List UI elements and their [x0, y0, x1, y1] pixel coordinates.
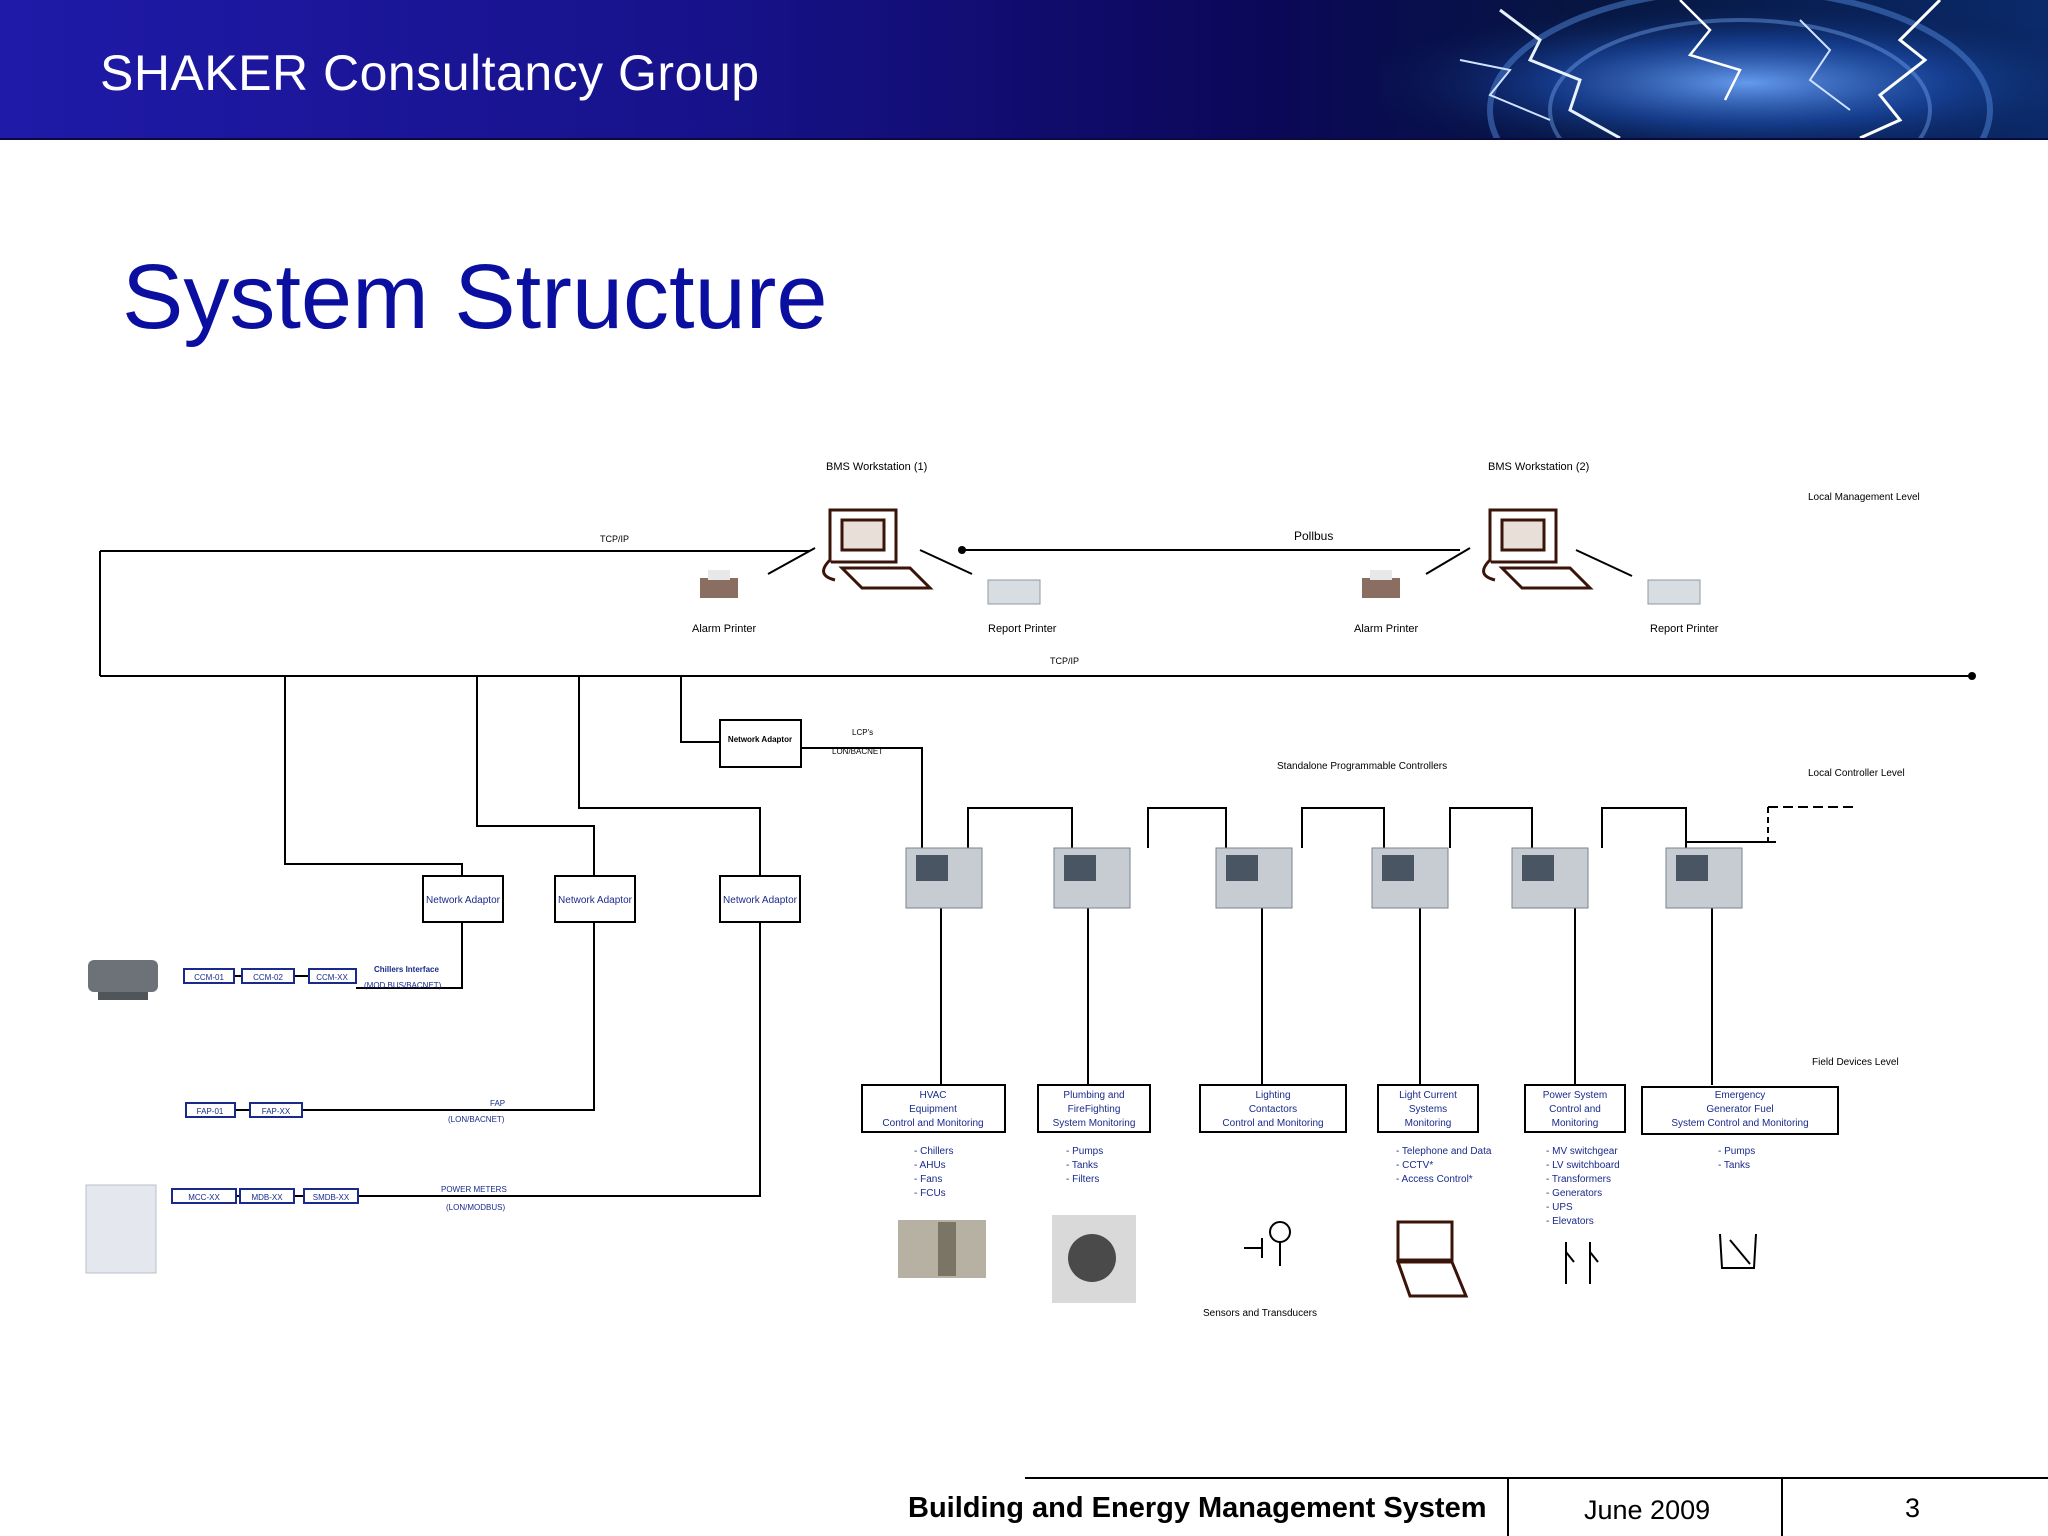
mcc-module-1: MCC-XX [188, 1193, 220, 1202]
chiller-icon [88, 960, 158, 1000]
footer-separator [1781, 1478, 1783, 1536]
chiller-module-1: CCM-01 [194, 973, 224, 982]
network-adaptor-3-label: Network Adaptor [723, 895, 798, 906]
system-title-line: System Control and Monitoring [1671, 1118, 1808, 1129]
chillers-interface-label: Chillers Interface [374, 965, 439, 974]
system-title-line: HVAC [919, 1090, 946, 1101]
workstation-2-icon [1482, 508, 1594, 590]
system-title-line: System Monitoring [1053, 1118, 1136, 1129]
system-title-line: Systems [1409, 1104, 1447, 1115]
tank-icon [1719, 1233, 1757, 1269]
chiller-module-2: CCM-02 [253, 973, 283, 982]
system-title-line: Control and [1549, 1104, 1601, 1115]
fap-label: FAP [490, 1099, 505, 1108]
system-structure-diagram: BMS Workstation (1) BMS Workstation (2) … [85, 461, 1976, 1319]
system-item: - Tanks [1066, 1160, 1098, 1171]
mcc-module-3: SMDB-XX [313, 1193, 350, 1202]
local-management-level-label: Local Management Level [1808, 492, 1920, 503]
system-title-line: Lighting [1255, 1090, 1290, 1101]
system-title-line: Control and Monitoring [1222, 1118, 1323, 1129]
report-printer-icon [987, 579, 1041, 605]
network-adaptor-top-label: Network Adaptor [728, 735, 792, 744]
footer-separator [1507, 1478, 1509, 1536]
system-title-line: Control and Monitoring [882, 1118, 983, 1129]
system-title-line: Light Current [1399, 1090, 1457, 1101]
system-item: - Access Control* [1396, 1174, 1473, 1185]
system-item: - FCUs [914, 1188, 946, 1199]
system-title-line: Contactors [1249, 1104, 1297, 1115]
footer-rule [1025, 1477, 2048, 1479]
workstation-1-label: BMS Workstation (1) [826, 461, 927, 473]
pump-motor-icon [1052, 1215, 1136, 1303]
system-item: - CCTV* [1396, 1160, 1433, 1171]
workstation-2-label: BMS Workstation (2) [1488, 461, 1589, 473]
footer-date: June 2009 [1584, 1495, 1711, 1525]
mcc-module-2: MDB-XX [251, 1193, 283, 1202]
system-title-line: Monitoring [1552, 1118, 1599, 1129]
system-item: - Telephone and Data [1396, 1146, 1492, 1157]
system-item: - Elevators [1546, 1216, 1594, 1227]
alarm-printer-2-icon [1362, 570, 1400, 598]
system-title-line: Monitoring [1405, 1118, 1452, 1129]
slide-title: System Structure [122, 246, 828, 348]
switch-symbol-icon [1565, 1242, 1599, 1284]
fap-module-1: FAP-01 [197, 1107, 224, 1116]
footer-title: Building and Energy Management System [908, 1492, 1487, 1524]
company-name: SHAKER Consultancy Group [100, 45, 760, 101]
network-adaptor-1-label: Network Adaptor [426, 895, 501, 906]
system-item: - MV switchgear [1546, 1146, 1618, 1157]
system-title-line: Generator Fuel [1706, 1104, 1773, 1115]
system-item: - AHUs [914, 1160, 946, 1171]
lonbacnet-lcp-label: LON/BACNET [832, 747, 883, 756]
workstation-1-icon [822, 508, 934, 590]
system-title-line: Plumbing and [1063, 1090, 1124, 1101]
fap-module-2: FAP-XX [262, 1107, 291, 1116]
system-item: - Transformers [1546, 1174, 1611, 1185]
system-item: - Tanks [1718, 1160, 1750, 1171]
report-printer-2-label: Report Printer [1650, 623, 1719, 635]
system-item: - UPS [1546, 1202, 1573, 1213]
pollbus-label: Pollbus [1294, 529, 1333, 543]
header-banner: SHAKER Consultancy Group [0, 0, 2048, 140]
report-printer-label: Report Printer [988, 623, 1057, 635]
sensor-icon [1244, 1221, 1291, 1266]
system-title-line: Power System [1543, 1090, 1607, 1101]
hvac-unit-icon [898, 1220, 986, 1278]
power-protocol-label: (LON/MODBUS) [446, 1203, 505, 1212]
system-item: - LV switchboard [1546, 1160, 1620, 1171]
standalone-controllers-label: Standalone Programmable Controllers [1277, 761, 1447, 772]
laptop-icon [1395, 1220, 1469, 1298]
power-meters-label: POWER METERS [441, 1185, 507, 1194]
tcpip-bus-label: TCP/IP [1050, 656, 1079, 666]
system-title-line: FireFighting [1068, 1104, 1121, 1115]
tcpip-top-label: TCP/IP [600, 534, 629, 544]
system-item: - Pumps [1718, 1146, 1755, 1157]
system-item: - Chillers [914, 1146, 953, 1157]
system-item: - Generators [1546, 1188, 1602, 1199]
fap-protocol-label: (LON/BACNET) [448, 1115, 505, 1124]
alarm-printer-2-label: Alarm Printer [1354, 623, 1419, 635]
report-printer-2-icon [1647, 579, 1701, 605]
sensors-label: Sensors and Transducers [1203, 1308, 1317, 1319]
alarm-printer-icon [700, 570, 738, 598]
field-devices-level-label: Field Devices Level [1812, 1057, 1899, 1068]
system-title-line: Emergency [1715, 1090, 1766, 1101]
system-title-line: Equipment [909, 1104, 957, 1115]
mcc-panel-icon [85, 1184, 157, 1274]
chillers-protocol-label: (MOD BUS/BACNET) [364, 981, 442, 990]
system-item: - Fans [914, 1174, 942, 1185]
local-controller-level-label: Local Controller Level [1808, 768, 1905, 779]
alarm-printer-label: Alarm Printer [692, 623, 757, 635]
lightning-art [1380, 0, 2048, 138]
lcps-label: LCP's [852, 728, 873, 737]
chiller-module-3: CCM-XX [316, 973, 348, 982]
system-item: - Filters [1066, 1174, 1099, 1185]
page-number: 3 [1905, 1493, 1921, 1523]
controllers [905, 847, 1743, 909]
network-adaptor-2-label: Network Adaptor [558, 895, 633, 906]
system-item: - Pumps [1066, 1146, 1103, 1157]
